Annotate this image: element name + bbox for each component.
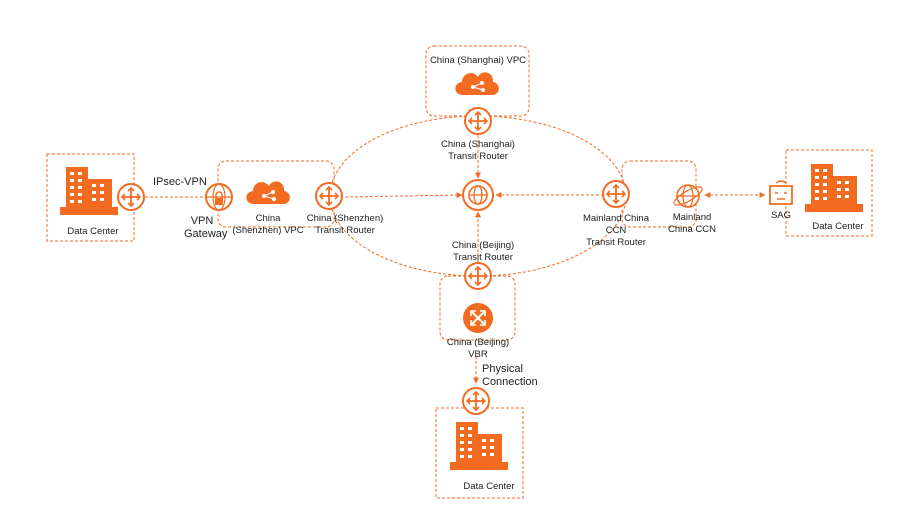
router-icon <box>602 180 630 208</box>
shenzhen-vpc-label: China (Shenzhen) VPC <box>228 213 308 237</box>
shanghai-tr-label-line1: China (Shanghai) <box>441 139 515 150</box>
shanghai-tr-label-line2: Transit Router <box>448 151 508 162</box>
building-icon <box>60 167 118 215</box>
beijing-vbr-label: China (Beijing) VBR <box>428 337 528 361</box>
ccn-tr-label: Mainland China CCN Transit Router <box>568 213 664 249</box>
ccn-tr-label-line3: Transit Router <box>586 237 646 248</box>
vbr-icon <box>463 303 493 333</box>
sag-label: SAG <box>770 210 792 221</box>
vpn-gateway-label-line2: Gateway <box>184 228 228 240</box>
router-icon <box>464 107 492 135</box>
globe-network-icon <box>462 179 494 211</box>
router-icon <box>462 387 490 415</box>
shanghai-vpc-box <box>425 45 530 117</box>
beijing-vbr-box <box>439 275 516 341</box>
building-icon <box>450 422 508 470</box>
ccn-tr-label-line2: CCN <box>605 225 627 236</box>
shenzhen-tr-label: China (Shenzhen) Transit Router <box>300 213 390 237</box>
physical-connection-label: Physical Connection <box>482 363 538 389</box>
beijing-vbr-label-line2: VBR <box>468 349 488 360</box>
data-center-bottom-label: Data Center <box>463 481 515 492</box>
shanghai-vpc-label: China (Shanghai) VPC <box>429 55 527 66</box>
ccn-label-line1: Mainland <box>672 212 712 223</box>
sag-icon <box>769 180 793 205</box>
physical-connection-label-line2: Connection <box>482 376 538 388</box>
router-icon <box>315 182 343 210</box>
shenzhen-vpc-label-line1: China <box>255 213 281 224</box>
cloud-icon <box>245 180 291 205</box>
ccn-label-line2: China CCN <box>667 224 717 235</box>
beijing-tr-label: China (Beijing) Transit Router <box>433 240 533 264</box>
beijing-tr-label-line1: China (Beijing) <box>451 240 515 251</box>
building-icon <box>805 164 863 212</box>
ccn-label: Mainland China CCN <box>660 212 724 236</box>
beijing-vbr-label-line1: China (Beijing) <box>446 337 510 348</box>
shenzhen-vpc-label-line2: (Shenzhen) VPC <box>232 225 304 236</box>
data-center-left-label: Data Center <box>67 226 119 237</box>
router-icon <box>117 183 145 211</box>
shenzhen-tr-label-line2: Transit Router <box>315 225 375 236</box>
vpn-gateway-icon <box>205 183 233 211</box>
ipsec-vpn-label: IPsec-VPN <box>153 176 207 188</box>
beijing-tr-label-line2: Transit Router <box>453 252 513 263</box>
ccn-tr-label-line1: Mainland China <box>582 213 649 224</box>
vpn-gateway-label: VPN Gateway <box>184 215 228 241</box>
link-shenzhen-tr-cen <box>344 192 463 199</box>
router-icon <box>464 262 492 290</box>
physical-connection-label-line1: Physical <box>482 363 523 375</box>
data-center-right-label: Data Center <box>812 221 864 232</box>
cloud-icon <box>454 71 500 96</box>
vpn-gateway-label-line1: VPN <box>190 215 214 227</box>
shenzhen-tr-label-line1: China (Shenzhen) <box>306 213 384 224</box>
data-center-bottom-box <box>435 407 524 499</box>
globe-icon <box>673 184 703 208</box>
shanghai-tr-label: China (Shanghai) Transit Router <box>428 139 528 163</box>
